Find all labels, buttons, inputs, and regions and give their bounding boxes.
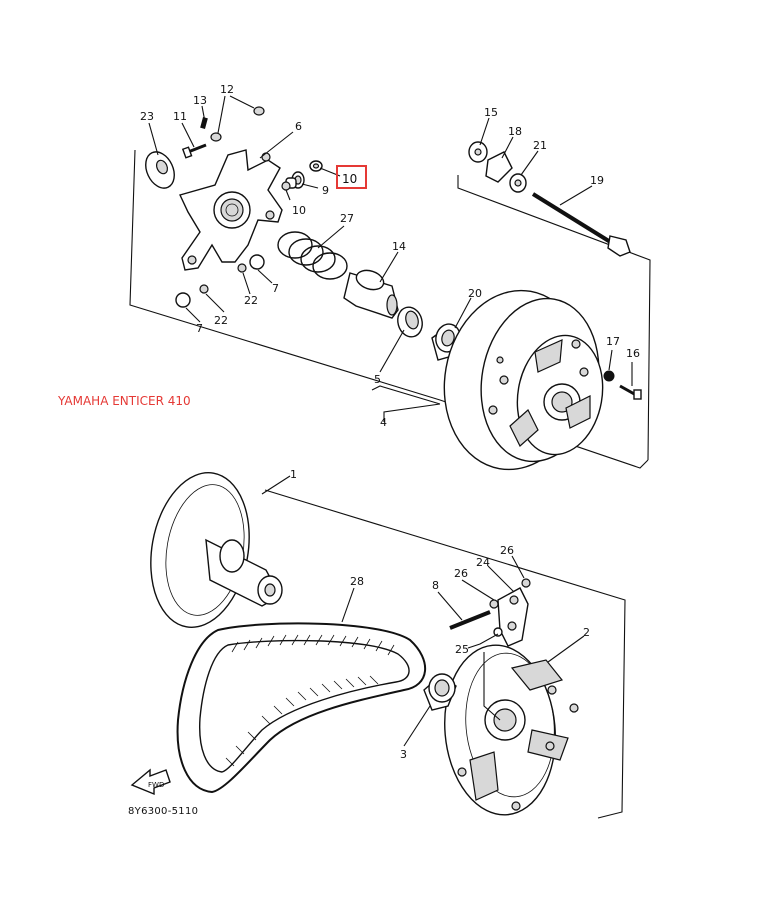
callout-11: 11	[173, 110, 187, 123]
callout-10: 10	[292, 204, 306, 217]
callout-18: 18	[508, 125, 522, 138]
callout-12: 12	[220, 83, 234, 96]
callout-14: 14	[392, 240, 406, 253]
callout-4: 4	[380, 416, 387, 429]
callout-15: 15	[484, 106, 498, 119]
model-label: YAMAHA ENTICER 410	[58, 394, 191, 408]
part-22-washer	[199, 263, 247, 294]
part-14-sleeve	[343, 269, 399, 319]
callout-7-left: 7	[196, 322, 203, 335]
part-15-washer	[468, 141, 488, 163]
callout-10-highlighted: 10	[342, 172, 357, 186]
callout-13: 13	[193, 94, 207, 107]
part-5-ring	[397, 306, 423, 338]
fwd-arrow-icon: FWD	[130, 768, 171, 796]
callout-8: 8	[432, 579, 439, 592]
callout-22-left: 22	[214, 314, 228, 327]
callout-28: 28	[350, 575, 364, 588]
callout-6: 6	[295, 120, 302, 133]
highlight-box	[336, 165, 367, 189]
part-10-small-nut	[281, 181, 291, 191]
part-callouts: 23 11 13 12 6 10 9 10 27 14 15 18 21 19 …	[140, 83, 640, 761]
callout-19: 19	[590, 174, 604, 187]
callout-3: 3	[400, 748, 407, 761]
part-27-spring	[277, 231, 348, 280]
callout-7-right: 7	[272, 282, 279, 295]
callout-26-top: 26	[500, 544, 514, 557]
part-4-sheave	[443, 289, 604, 471]
callout-26-left: 26	[454, 567, 468, 580]
part-21-washer	[509, 173, 527, 193]
part-8-pin	[449, 610, 491, 630]
callout-23: 23	[140, 110, 154, 123]
part-18-block	[485, 151, 513, 183]
callout-1: 1	[290, 468, 297, 481]
part-26-nut	[489, 578, 531, 609]
part-10-washer	[309, 160, 323, 172]
part-17-washer	[603, 370, 615, 382]
part-11-bolt	[181, 143, 207, 159]
callout-16: 16	[626, 347, 640, 360]
callout-2: 2	[583, 626, 590, 639]
part-3-bushing	[423, 673, 457, 711]
leader-lines	[148, 95, 633, 747]
part-23-washer	[145, 151, 175, 189]
callout-5: 5	[374, 373, 381, 386]
part-24-arm	[497, 587, 529, 647]
callout-9: 9	[322, 184, 329, 197]
part-2-movable-sheave	[444, 644, 579, 816]
callout-17: 17	[606, 335, 620, 348]
primary-assembly-frame	[264, 489, 626, 819]
part-16-bolt	[619, 384, 642, 400]
callout-20: 20	[468, 287, 482, 300]
part-7-roller	[175, 254, 265, 308]
part-19-long-bolt	[531, 192, 631, 257]
diagram-code: 8Y6300-5110	[128, 806, 199, 817]
callout-22-right: 22	[244, 294, 258, 307]
part-25-bolt	[493, 627, 503, 637]
secondary-sheave-assembly-frame	[129, 149, 651, 469]
part-1-fixed-sheave	[150, 472, 283, 628]
callout-21: 21	[533, 139, 547, 152]
part-12-nut	[210, 106, 265, 142]
svg-text:FWD: FWD	[148, 781, 164, 789]
callout-24: 24	[476, 556, 490, 569]
part-6-cam-spider	[179, 149, 283, 271]
callout-25: 25	[455, 643, 469, 656]
part-13-pin	[200, 117, 208, 129]
part-28-drive-belt	[176, 622, 426, 794]
callout-27: 27	[340, 212, 354, 225]
